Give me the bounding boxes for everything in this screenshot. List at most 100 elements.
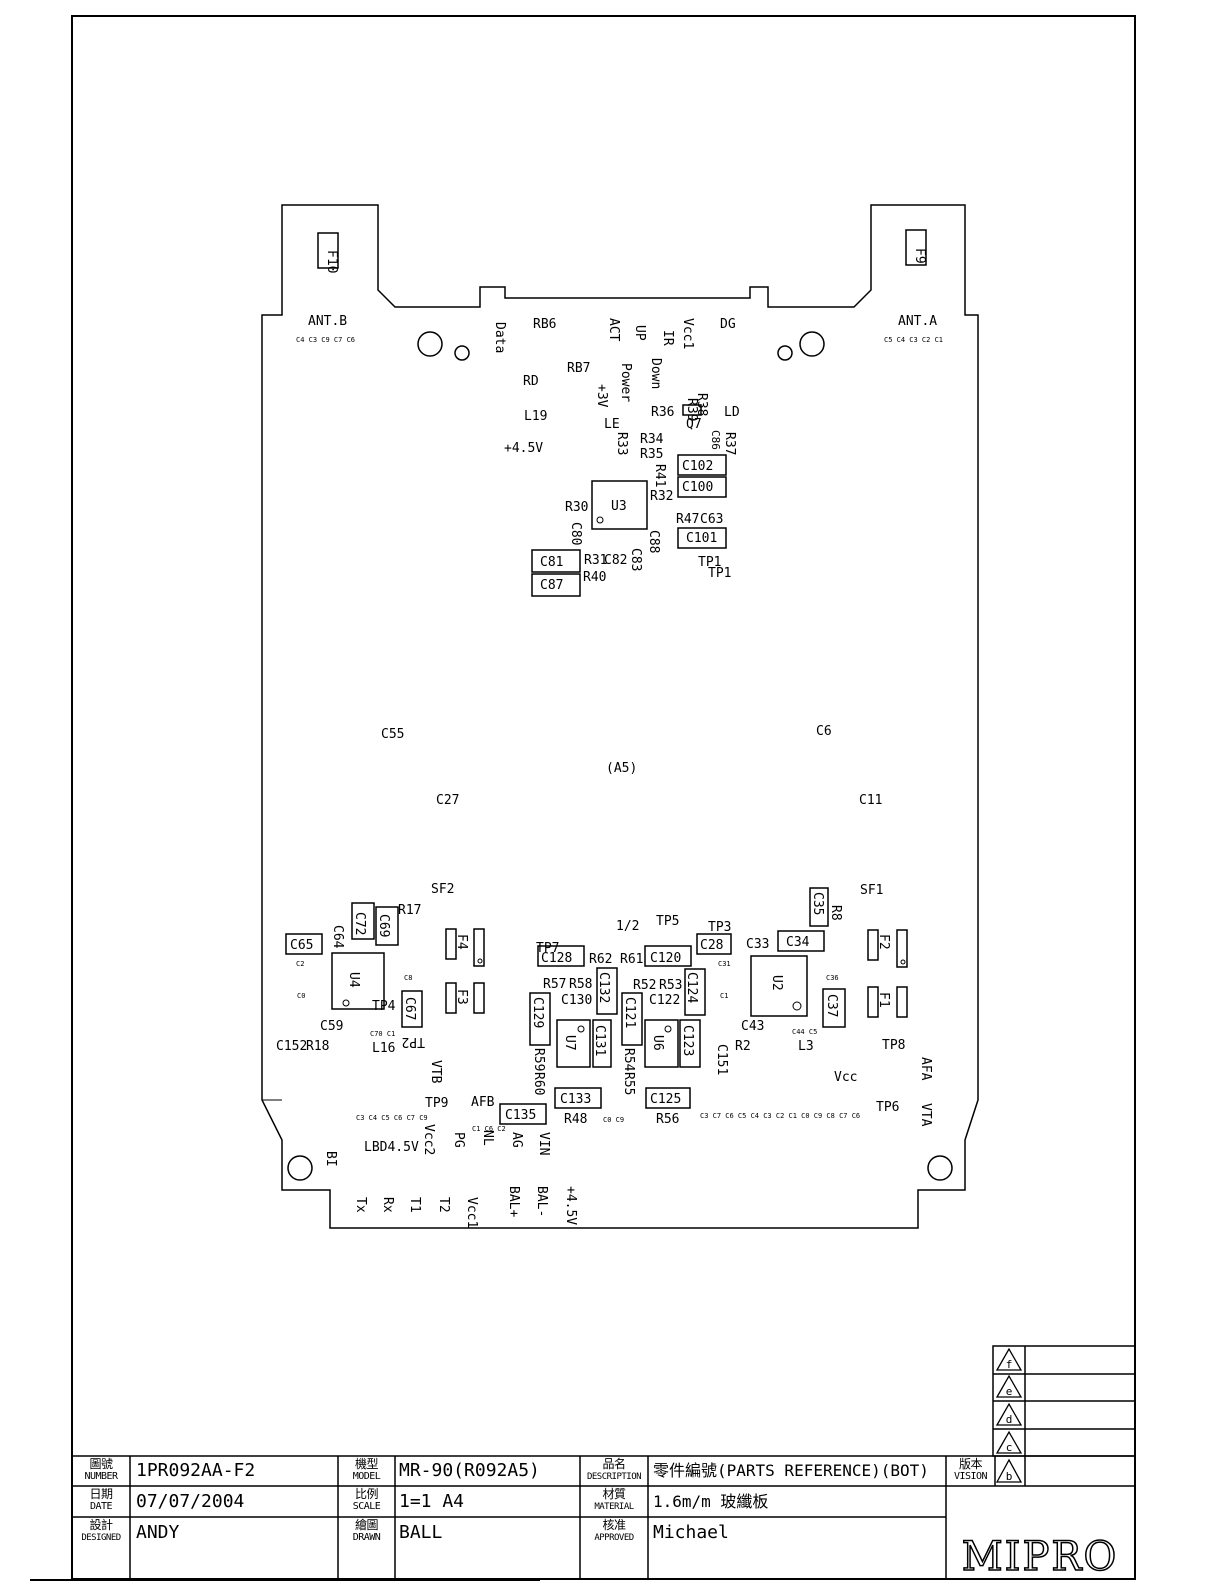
rev-d: d [1006,1413,1013,1426]
pcb-label-c43: C43 [741,1019,764,1034]
drawing-frame [71,15,1136,1580]
pcb-label-down: Down [648,358,663,389]
pcb-label-rd: RD [523,374,539,389]
pcb-label-c130: C130 [561,993,592,1008]
pcb-label-pg: PG [451,1132,466,1148]
pcb-label-c102: C102 [682,459,713,474]
pcb-label-vcc: Vcc [834,1070,857,1085]
pcb-label-data: Data [492,322,507,353]
pcb-label-tp2: TP2 [402,1034,425,1049]
pcb-label-l3: L3 [798,1039,814,1054]
component-outlines [285,229,927,1125]
svg-text:C3 C7 C6 C5 C4 C3 C2 C1 C0 C9: C3 C7 C6 C5 C4 C3 C2 C1 C0 C9 C8 C7 C6 [700,1112,860,1120]
pcb-label-u2: U2 [769,975,784,991]
material-value: 1.6m/m 玻纖板 [653,1492,769,1511]
svg-text:C36: C36 [826,974,839,982]
pcb-label-c81: C81 [540,555,563,570]
approved-header: 核准 APPROVED [594,1518,634,1544]
pcb-label-c37: C37 [824,994,839,1017]
pcb-label-c87: C87 [540,578,563,593]
pcb-label-ag: AG [509,1132,524,1148]
svg-text:C70 C1: C70 C1 [370,1030,395,1038]
scale-header: 比例 SCALE [352,1487,381,1513]
pcb-label-r61: R61 [620,952,643,967]
pcb-label-c72: C72 [352,912,367,935]
pcb-label-r48: R48 [564,1112,587,1127]
drawing-date: 07/07/2004 [136,1491,245,1512]
pcb-label-ir: IR [660,330,675,346]
revision-triangles [995,1347,1023,1483]
pcb-label-c86: C86 [709,430,722,450]
pcb-label-p45vbot: +4.5V [563,1186,578,1225]
pcb-label-u6: U6 [650,1035,665,1051]
pcb-label-r2: R2 [735,1039,751,1054]
pcb-label-antb: ANT.B [308,314,347,329]
svg-text:C5 C4 C3 C2 C1: C5 C4 C3 C2 C1 [884,336,943,344]
pcb-label-rx: Rx [380,1197,395,1213]
rev-c: c [1006,1441,1013,1454]
pcb-label-f4: F4 [454,934,469,950]
pcb-label-p45v: +4.5V [504,441,543,456]
pcb-label-u4: U4 [346,972,361,988]
pcb-label-r52: R52 [633,978,656,993]
svg-text:C1 C6 C2: C1 C6 C2 [472,1125,506,1133]
pcb-label-vta: VTA [918,1103,933,1127]
svg-text:C4 C3 C9 C7 C6: C4 C3 C9 C7 C6 [296,336,355,344]
svg-text:C0: C0 [297,992,305,1000]
pcb-label-q7: Q7 [686,417,702,432]
pcb-label-r8: R8 [828,905,843,921]
pcb-label-r55: R55 [621,1072,636,1095]
pcb-label-act: ACT [606,318,621,342]
pcb-label-c128: C128 [541,951,572,966]
svg-text:C44 C5: C44 C5 [792,1028,817,1036]
svg-text:C8: C8 [404,974,412,982]
pcb-label-f9: F9 [912,248,927,264]
pcb-label-r58: R58 [569,977,592,992]
pcb-label-r57: R57 [543,977,566,992]
pcb-label-tx: Tx [353,1197,368,1213]
pcb-label-c80: C80 [568,522,583,545]
rev-f: f [1006,1358,1013,1371]
pcb-label-c151: C151 [714,1044,729,1075]
model-value: MR-90(R092A5) [399,1460,540,1481]
mounting-holes [287,331,953,1181]
description-value: 零件編號(PARTS REFERENCE)(BOT) [653,1461,929,1480]
pcb-label-lbd: LBD4.5V [364,1140,419,1155]
pcb-label-tp3: TP3 [708,920,731,935]
svg-text:C3 C4 C5 C6 C7 C9: C3 C4 C5 C6 C7 C9 [356,1114,428,1122]
pcb-label-c125: C125 [650,1092,681,1107]
pcb-label-tp7: TP7 [536,941,559,956]
pcb-label-vcc2: Vcc2 [421,1124,436,1155]
pcb-label-r40: R40 [583,570,606,585]
svg-text:C31: C31 [718,960,731,968]
model-header: 機型 MODEL [352,1457,381,1483]
pcb-label-tp5: TP5 [656,914,679,929]
pcb-label-f3: F3 [454,989,469,1005]
pcb-label-c121: C121 [622,997,637,1028]
pcb-label-c83: C83 [628,548,643,571]
pcb-label-c6: C6 [816,724,832,739]
drawn-header: 繪圖 DRAWN [352,1518,381,1544]
rev-b: b [1006,1470,1013,1483]
pcb-label-c88: C88 [646,530,661,553]
pcb-label-tp4: TP4 [372,999,396,1014]
pcb-label-c34: C34 [786,935,810,950]
pcb-label-c131: C131 [592,1025,607,1056]
pcb-label-sf2: SF2 [431,882,454,897]
pcb-label-r17: R17 [398,903,421,918]
pcb-label-r18: R18 [306,1039,329,1054]
pcb-label-t2: T2 [436,1197,451,1213]
rev-e: e [1006,1385,1013,1398]
pcb-label-afb: AFB [471,1095,495,1110]
pcb-label-c55: C55 [381,727,404,742]
pcb-label-c122: C122 [649,993,680,1008]
pcb-label-power: Power [618,363,633,402]
title-block-grid [71,1345,1136,1580]
pcb-label-r34: R34 [640,432,664,447]
smd-part-clusters: C4 C3 C9 C7 C6 C5 C4 C3 C2 C1 C3 C4 C5 C… [296,336,943,1133]
pcb-label-c135: C135 [505,1108,536,1123]
pcb-label-c124: C124 [684,972,699,1003]
pcb-label-u3: U3 [611,499,627,514]
